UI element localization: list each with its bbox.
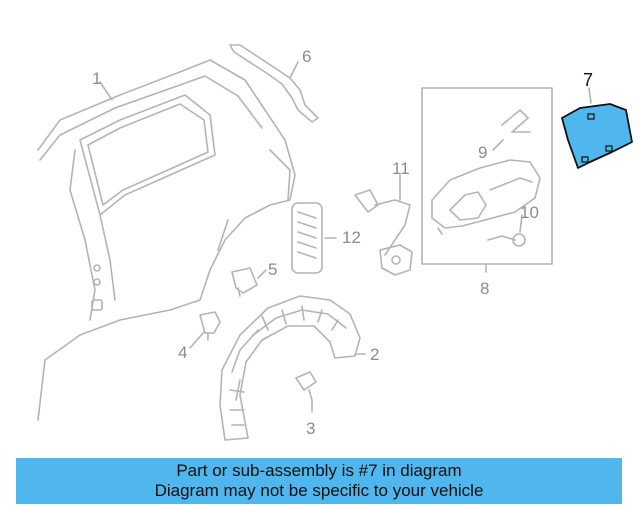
callout-4: 4 xyxy=(178,343,187,362)
tether xyxy=(487,233,526,247)
leader-lines xyxy=(99,61,592,413)
callout-11: 11 xyxy=(392,159,410,178)
callout-12: 12 xyxy=(342,228,361,247)
callout-9: 9 xyxy=(478,143,487,162)
parts-diagram: 1 6 7 9 11 10 12 5 8 4 2 3 xyxy=(37,44,633,441)
callout-8: 8 xyxy=(480,279,489,298)
banner-line-disclaimer: Diagram may not be specific to your vehi… xyxy=(154,481,484,500)
fuel-housing xyxy=(431,159,541,235)
screw xyxy=(295,371,317,401)
callout-3: 3 xyxy=(306,419,315,438)
callout-1: 1 xyxy=(92,69,101,88)
quarter-panel xyxy=(37,59,296,421)
callout-2: 2 xyxy=(370,345,379,364)
banner-line-part: Part or sub-assembly is #7 in diagram xyxy=(176,461,462,480)
info-banner: Part or sub-assembly is #7 in diagram Di… xyxy=(16,458,622,504)
callout-5: 5 xyxy=(268,260,277,279)
callout-6: 6 xyxy=(302,47,311,66)
fuel-housing-frame xyxy=(421,87,553,265)
trim-strip xyxy=(229,44,319,123)
vent xyxy=(291,202,323,274)
callout-7[interactable]: 7 xyxy=(583,70,593,90)
fuel-door-highlight[interactable] xyxy=(561,103,633,169)
clip-4 xyxy=(199,311,221,341)
spring xyxy=(501,109,531,133)
actuator-cable xyxy=(354,189,413,276)
wheel-liner xyxy=(219,295,361,441)
clip-5 xyxy=(231,267,258,297)
callout-10: 10 xyxy=(520,203,539,222)
